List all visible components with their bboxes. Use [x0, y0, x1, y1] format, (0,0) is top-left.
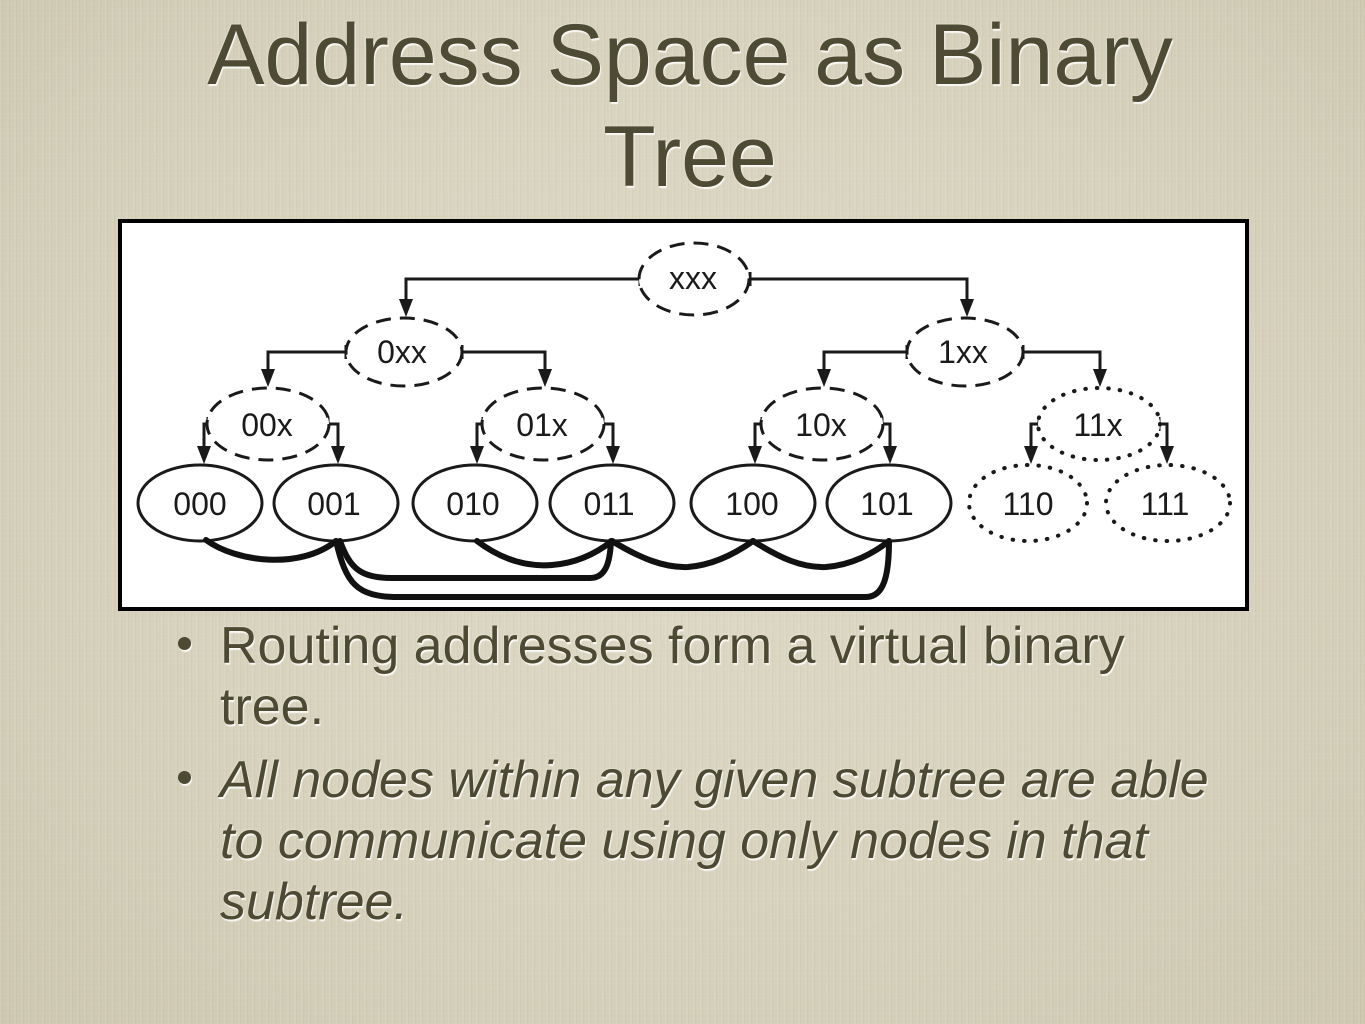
bullet-dot	[178, 637, 191, 650]
tree-node-11x: 11x	[1036, 386, 1162, 462]
edge-10x-101	[880, 417, 892, 447]
arrowhead	[1160, 446, 1174, 464]
arrowhead	[817, 369, 831, 387]
link-100-101	[750, 538, 892, 571]
node-label: 111	[1141, 486, 1190, 522]
edge-1xx-10x	[822, 345, 909, 370]
node-ellipse	[1104, 463, 1232, 543]
node-label: 00x	[241, 407, 293, 443]
tree-node-01x: 01x	[480, 386, 606, 462]
arrowhead	[960, 299, 974, 317]
tree-node-0xx: 0xx	[344, 316, 464, 388]
link-011-100	[609, 538, 756, 571]
edge-0xx-01x	[460, 345, 547, 370]
bullet-text: All nodes within any given subtree are a…	[220, 751, 1209, 931]
node-label: 101	[860, 486, 913, 522]
link-010-011	[474, 538, 615, 569]
link-001-011	[337, 538, 614, 581]
edge-0xx-00x	[266, 345, 348, 370]
tree-node-00x: 00x	[205, 386, 331, 462]
arrowhead	[538, 369, 552, 387]
node-label: 001	[307, 486, 360, 522]
node-ellipse	[1036, 386, 1162, 462]
edge-11x-110	[1029, 417, 1041, 447]
edge-11x-111	[1157, 417, 1169, 447]
bullet-item: Routing addresses form a virtual binary …	[178, 616, 1225, 738]
tree-node-001: 001	[272, 463, 400, 543]
node-label: 01x	[516, 407, 568, 443]
tree-node-1xx: 1xx	[905, 316, 1025, 388]
node-ellipse	[136, 463, 264, 543]
routing-links	[203, 537, 892, 600]
link-000-001	[203, 537, 339, 563]
tree-node-root: xxx	[637, 241, 751, 317]
bullet-dot	[178, 771, 191, 784]
node-label: xxx	[669, 260, 717, 296]
tree-node-10x: 10x	[759, 386, 885, 462]
tree-node-000: 000	[136, 463, 264, 543]
tree-node-011: 011	[548, 463, 676, 543]
tree-node-111: 111	[1104, 463, 1232, 543]
tree-node-100: 100	[689, 463, 817, 543]
arrowhead	[1093, 369, 1107, 387]
bullet-list: Routing addresses form a virtual binary …	[178, 616, 1225, 933]
tree-node-101: 101	[825, 463, 953, 543]
edge-00x-001	[326, 417, 340, 447]
node-label: 010	[446, 486, 499, 522]
bullet-item: All nodes within any given subtree are a…	[178, 750, 1225, 933]
binary-tree-diagram: xxx 0xx 1xx 00x 01x 10x	[136, 241, 1232, 600]
node-ellipse	[480, 386, 606, 462]
node-ellipse	[205, 386, 331, 462]
link-001-101	[333, 538, 892, 600]
arrowhead	[606, 446, 620, 464]
arrowhead	[1024, 446, 1038, 464]
arrowhead	[883, 446, 897, 464]
arrowhead	[331, 446, 345, 464]
arrowhead	[261, 369, 275, 387]
node-label: 1xx	[938, 334, 988, 370]
diagram-frame: xxx 0xx 1xx 00x 01x 10x	[118, 219, 1249, 611]
node-ellipse	[344, 316, 464, 388]
tree-node-010: 010	[411, 463, 539, 543]
arrowhead	[470, 446, 484, 464]
node-label: 11x	[1073, 407, 1122, 443]
node-label: 0xx	[377, 334, 427, 370]
node-label: 10x	[795, 407, 847, 443]
arrowhead	[197, 446, 211, 464]
edge-xxx-1xx	[748, 272, 969, 300]
node-label: 100	[725, 486, 778, 522]
arrowhead	[748, 446, 762, 464]
node-ellipse	[637, 241, 751, 317]
node-label: 000	[173, 486, 226, 522]
edge-01x-011	[601, 417, 615, 447]
node-ellipse	[759, 386, 885, 462]
slide-title: Address Space as Binary Tree	[207, 7, 1173, 205]
node-ellipse	[905, 316, 1025, 388]
node-ellipse	[967, 463, 1089, 543]
node-label: 011	[583, 486, 634, 522]
edge-xxx-0xx	[404, 272, 642, 300]
tree-node-110: 110	[967, 463, 1089, 543]
arrowhead	[399, 299, 413, 317]
bullet-text: Routing addresses form a virtual binary …	[220, 617, 1125, 736]
node-label: 110	[1002, 486, 1053, 522]
edge-1xx-11x	[1021, 345, 1102, 370]
